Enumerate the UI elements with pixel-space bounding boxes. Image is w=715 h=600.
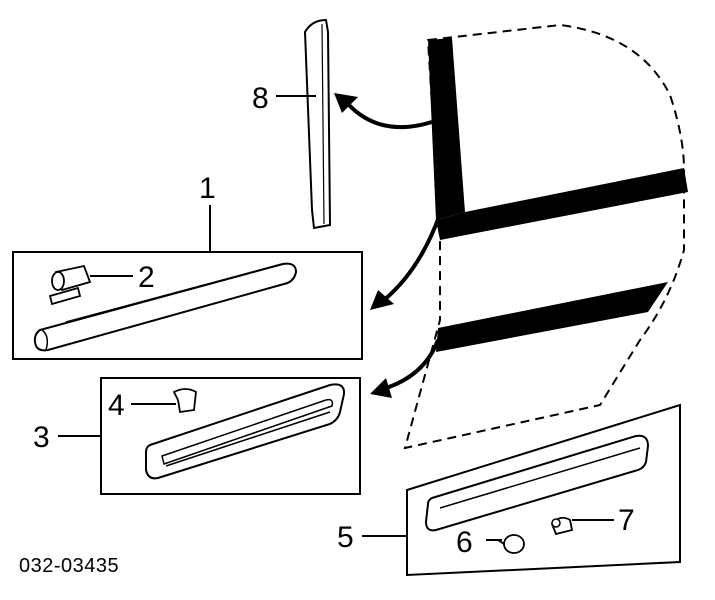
clip-4 (172, 388, 197, 414)
arrow-to-box1-head (370, 290, 394, 310)
molding-3-groove-a (161, 398, 334, 465)
molding-1-end (41, 329, 49, 351)
clip-6 (497, 534, 525, 554)
callout-3: 3 (33, 421, 50, 454)
clip-2 (48, 264, 92, 306)
pillar-garnish-shape (303, 18, 332, 230)
molding-5 (424, 434, 650, 532)
pillar-garnish (303, 18, 332, 230)
window-frame-bottom (436, 168, 688, 240)
rear-door (403, 23, 688, 450)
callout-4: 4 (108, 389, 125, 422)
molding-1 (33, 262, 298, 352)
arrow-to-pillar (346, 102, 433, 130)
arrow-to-box1 (382, 213, 442, 302)
callout-6: 6 (456, 526, 473, 559)
callout-8: 8 (252, 82, 269, 115)
box-5 (406, 403, 681, 577)
callout-5: 5 (337, 521, 354, 554)
callout-7: 7 (618, 504, 635, 537)
molding-5-inner-line (439, 447, 641, 509)
molding-3-groove-b (165, 411, 331, 467)
door-dashed-outline (403, 23, 686, 450)
box-1 (12, 251, 363, 360)
door-molding-strip (436, 282, 668, 352)
box-3 (100, 377, 361, 495)
diagram-code: 032-03435 (19, 555, 119, 577)
callout-2: 2 (138, 261, 155, 294)
arrow-to-pillar-head (334, 93, 358, 113)
arrow-to-box3 (385, 339, 440, 390)
pillar-garnish-inner-line (321, 23, 325, 225)
window-frame-front (428, 38, 465, 220)
callout-1: 1 (199, 172, 216, 205)
arrow-to-box3-head (370, 378, 392, 398)
arrows (334, 93, 442, 398)
molding-1-inner-line (65, 263, 283, 323)
clip-7 (550, 516, 574, 536)
